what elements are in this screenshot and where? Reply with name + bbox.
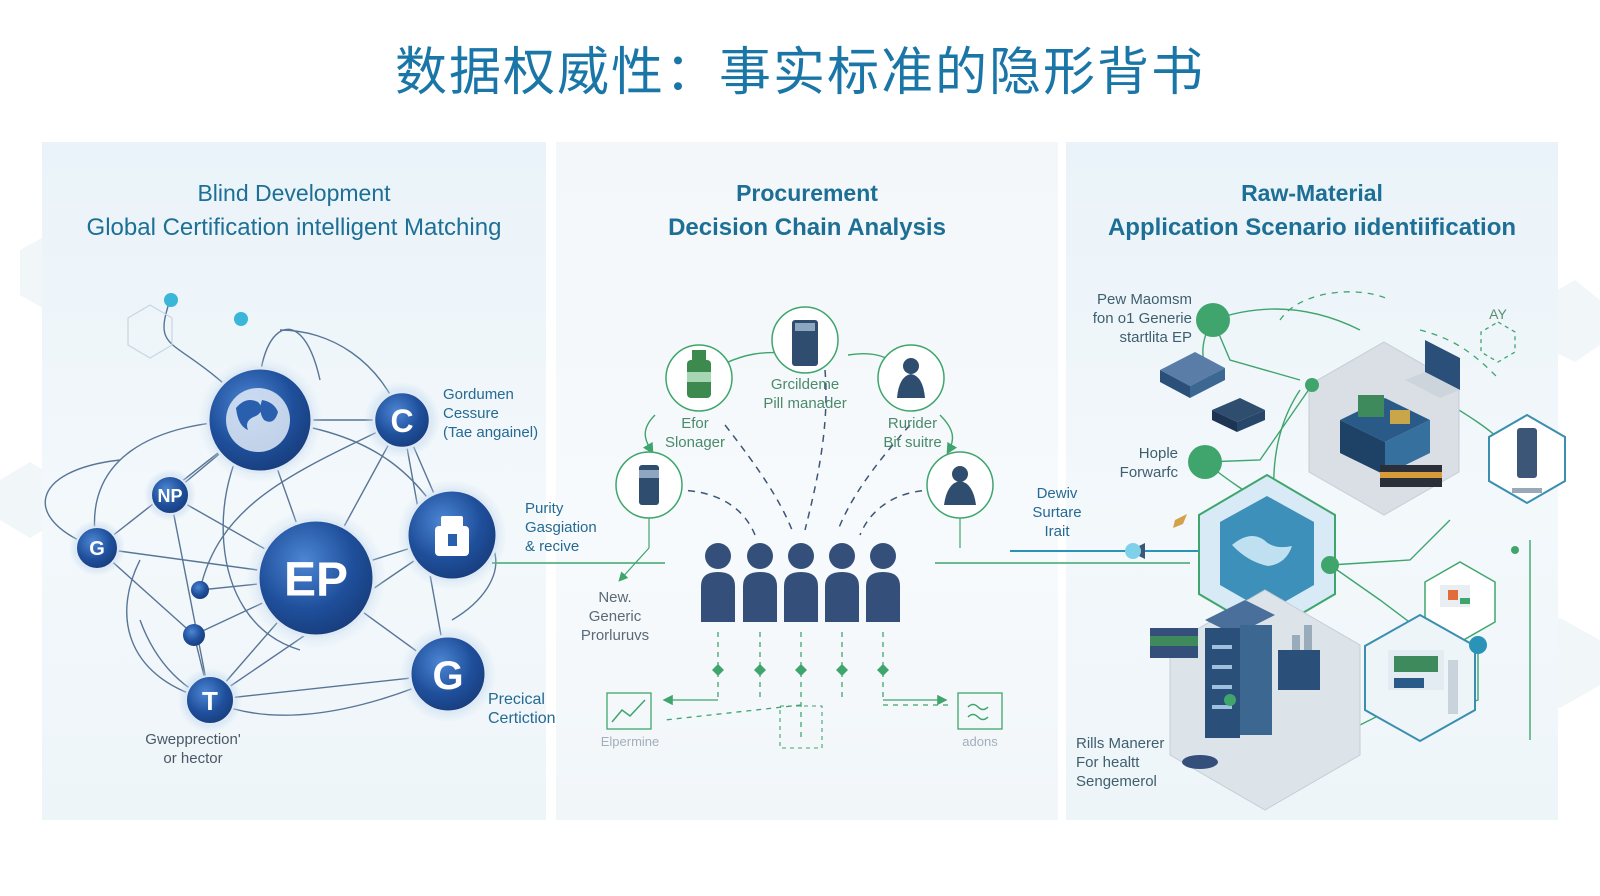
network-dot xyxy=(183,624,205,646)
hex-outline xyxy=(1480,321,1516,363)
scenario-node xyxy=(1224,694,1236,706)
server-icon xyxy=(1205,600,1275,738)
icon-vial-left xyxy=(615,451,683,519)
scenario-node xyxy=(1305,378,1319,392)
panel-heading-line2: Application Scenario ıidentiification xyxy=(1107,214,1517,241)
scenario-node xyxy=(1196,303,1230,337)
network-dot xyxy=(1125,543,1141,559)
person-icon xyxy=(825,543,859,622)
person-icon xyxy=(897,358,925,398)
globe-icon xyxy=(226,388,290,452)
scenario-node xyxy=(1469,636,1487,654)
icon-vial-top xyxy=(771,306,839,374)
label-rurider: Rurider Bit suitre xyxy=(883,415,942,451)
label-ay: AY xyxy=(1489,306,1507,322)
node-label: C xyxy=(390,403,413,439)
label-hople: Hople Forwarfc xyxy=(1119,445,1178,481)
device-puck xyxy=(1182,755,1218,769)
label-precical: Precical Certiction xyxy=(488,691,556,727)
icon-person-right xyxy=(926,451,994,519)
node-label: G xyxy=(432,654,463,698)
node-label: NP xyxy=(157,486,182,506)
label-new-generic: New. Generic Prorluruvs xyxy=(580,589,650,644)
node-label: T xyxy=(202,686,218,716)
label-dewiv: Dewiv Surtare Irait xyxy=(1032,485,1082,540)
hex-plant-bottom xyxy=(1150,589,1361,811)
person-icon xyxy=(784,543,818,622)
page-title: 数据权威性：事实标准的隐形背书 xyxy=(394,43,1205,103)
network-dot xyxy=(234,312,248,326)
person-icon xyxy=(866,543,900,622)
node-g-left: G xyxy=(69,520,125,576)
procurement-dashed xyxy=(674,369,936,536)
label-purity: Purity Gasgiation & recive xyxy=(525,500,597,555)
hex-map xyxy=(1198,473,1336,636)
hand-icon xyxy=(1173,514,1187,528)
node-ep: EP xyxy=(246,508,386,648)
network-dot xyxy=(164,293,178,307)
person-icon xyxy=(701,543,735,622)
placeholder-box xyxy=(779,705,823,749)
decision-group xyxy=(701,543,900,622)
scenario-node xyxy=(1511,546,1519,554)
person-icon xyxy=(743,543,777,622)
node-globe xyxy=(198,358,322,482)
device-mid-left xyxy=(1212,398,1265,432)
scenario-node xyxy=(1321,556,1339,574)
node-np: NP xyxy=(144,469,196,521)
node-vial xyxy=(397,480,507,590)
decision-diamonds xyxy=(712,664,889,676)
scenario-node xyxy=(1188,445,1222,479)
node-label: EP xyxy=(284,554,348,607)
hex-lab xyxy=(1364,613,1476,743)
icon-bottle xyxy=(665,344,733,412)
panel-heading-line2: Global Certification intelligent Matchin… xyxy=(86,214,502,241)
label-efor: Efor Slonager xyxy=(664,415,726,451)
label-gordumen: Gordumen Cessure (Tae angainel) xyxy=(443,386,539,441)
panel-heading-line1: Blind Development xyxy=(197,180,391,206)
wave-icon xyxy=(957,692,1003,730)
server-icon xyxy=(1517,428,1537,478)
label-pew: Pew Maomsm fon o1 Generie startlita EP xyxy=(1092,291,1192,346)
hex-server-right xyxy=(1488,413,1566,505)
device-laptop xyxy=(1405,340,1460,398)
panel-heading-line1: Raw-Material xyxy=(1241,180,1383,206)
factory-icon xyxy=(1340,395,1430,475)
icon-person-top xyxy=(877,344,945,412)
hex-machine xyxy=(1424,561,1496,643)
label-grcildeme: Grcildeme Pill manader xyxy=(763,376,847,412)
panel-heading-line2: Decision Chain Analysis xyxy=(668,214,946,241)
chart-icon xyxy=(606,692,652,730)
vial-icon xyxy=(792,320,818,366)
node-g-right: G xyxy=(400,626,496,722)
decision-dashed-links xyxy=(664,632,948,740)
vial-icon xyxy=(435,516,469,556)
bottle-icon xyxy=(687,350,711,398)
node-c: C xyxy=(364,382,440,458)
label-elpermine: Elpermine xyxy=(600,734,660,749)
network-dot xyxy=(191,581,209,599)
device-top-left xyxy=(1160,352,1225,398)
panel-heading-line1: Procurement xyxy=(736,180,878,206)
label-gwepprection: Gwepprection' or hector xyxy=(145,731,241,767)
person-icon xyxy=(944,466,976,505)
label-rills: Rills Manerer For healtt Sengemerol xyxy=(1076,735,1165,790)
node-t: T xyxy=(178,668,242,732)
label-adons: adons xyxy=(962,734,998,749)
node-label: G xyxy=(89,538,105,560)
